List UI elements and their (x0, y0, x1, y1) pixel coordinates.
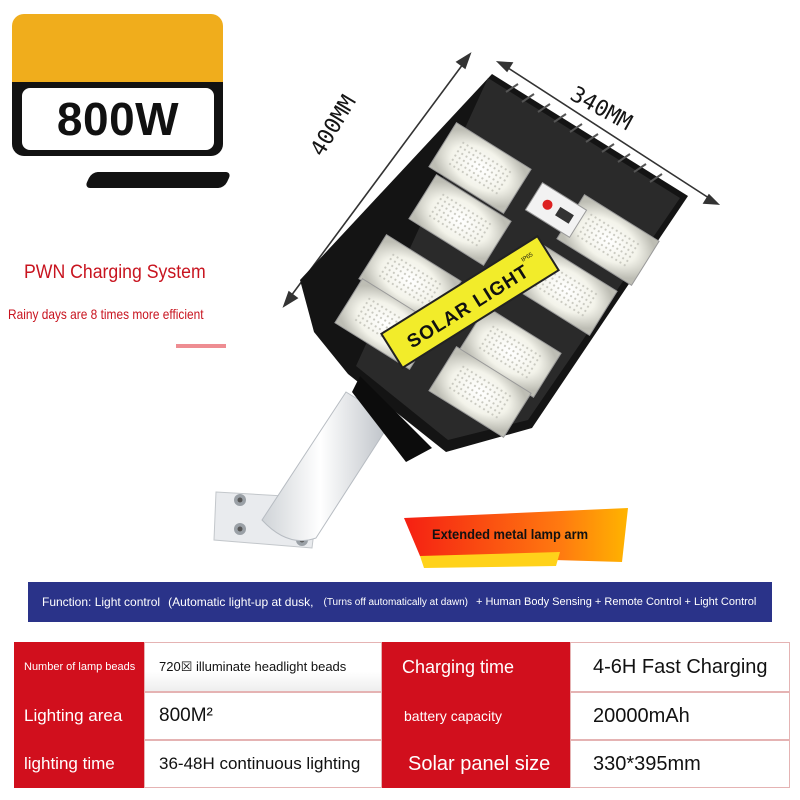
headline: PWN Charging System (24, 262, 206, 283)
function-auto-off: (Turns off automatically at dawn) (323, 596, 468, 608)
spec-value-lighting-time: 36-48H continuous lighting (144, 740, 382, 788)
spec-label-solar-panel-size: Solar panel size (382, 740, 570, 788)
function-title: Function: Light control (42, 595, 161, 609)
spec-label-charging-time: Charging time (382, 642, 570, 692)
spec-value-battery-capacity: 20000mAh (570, 692, 790, 740)
red-smudge (176, 344, 226, 348)
spec-table: Number of lamp beads 720☒ illuminate hea… (14, 642, 790, 788)
arm-label: Extended metal lamp arm (432, 526, 589, 542)
sensor-box (524, 181, 588, 239)
power-rating: 800W (56, 93, 180, 145)
spec-label-battery-capacity: battery capacity (382, 692, 570, 740)
spec-label-lighting-time: lighting time (14, 740, 144, 788)
power-badge: 800W (22, 88, 214, 150)
spec-label-lamp-beads: Number of lamp beads (14, 642, 144, 692)
badge-top-gold (12, 14, 223, 86)
function-extras: + Human Body Sensing + Remote Control + … (476, 596, 757, 608)
spec-label-lighting-area: Lighting area (14, 692, 144, 740)
spec-value-lamp-beads: 720☒ illuminate headlight beads (144, 642, 382, 692)
arm-label-bar (404, 508, 628, 562)
subheadline: Rainy days are 8 times more efficient (8, 306, 204, 322)
spec-value-solar-panel-size: 330*395mm (570, 740, 790, 788)
spec-value-lighting-area: 800M² (144, 692, 382, 740)
dimension-arrow-length (282, 52, 472, 308)
function-bar: Function: Light control (Automatic light… (28, 582, 772, 622)
ip-rating: IP65 (521, 252, 535, 264)
dimension-arrow-width (495, 61, 721, 205)
spec-value-charging-time: 4-6H Fast Charging (570, 642, 790, 692)
lamp-pole (261, 391, 393, 542)
function-auto-on: (Automatic light-up at dusk, (168, 595, 314, 609)
